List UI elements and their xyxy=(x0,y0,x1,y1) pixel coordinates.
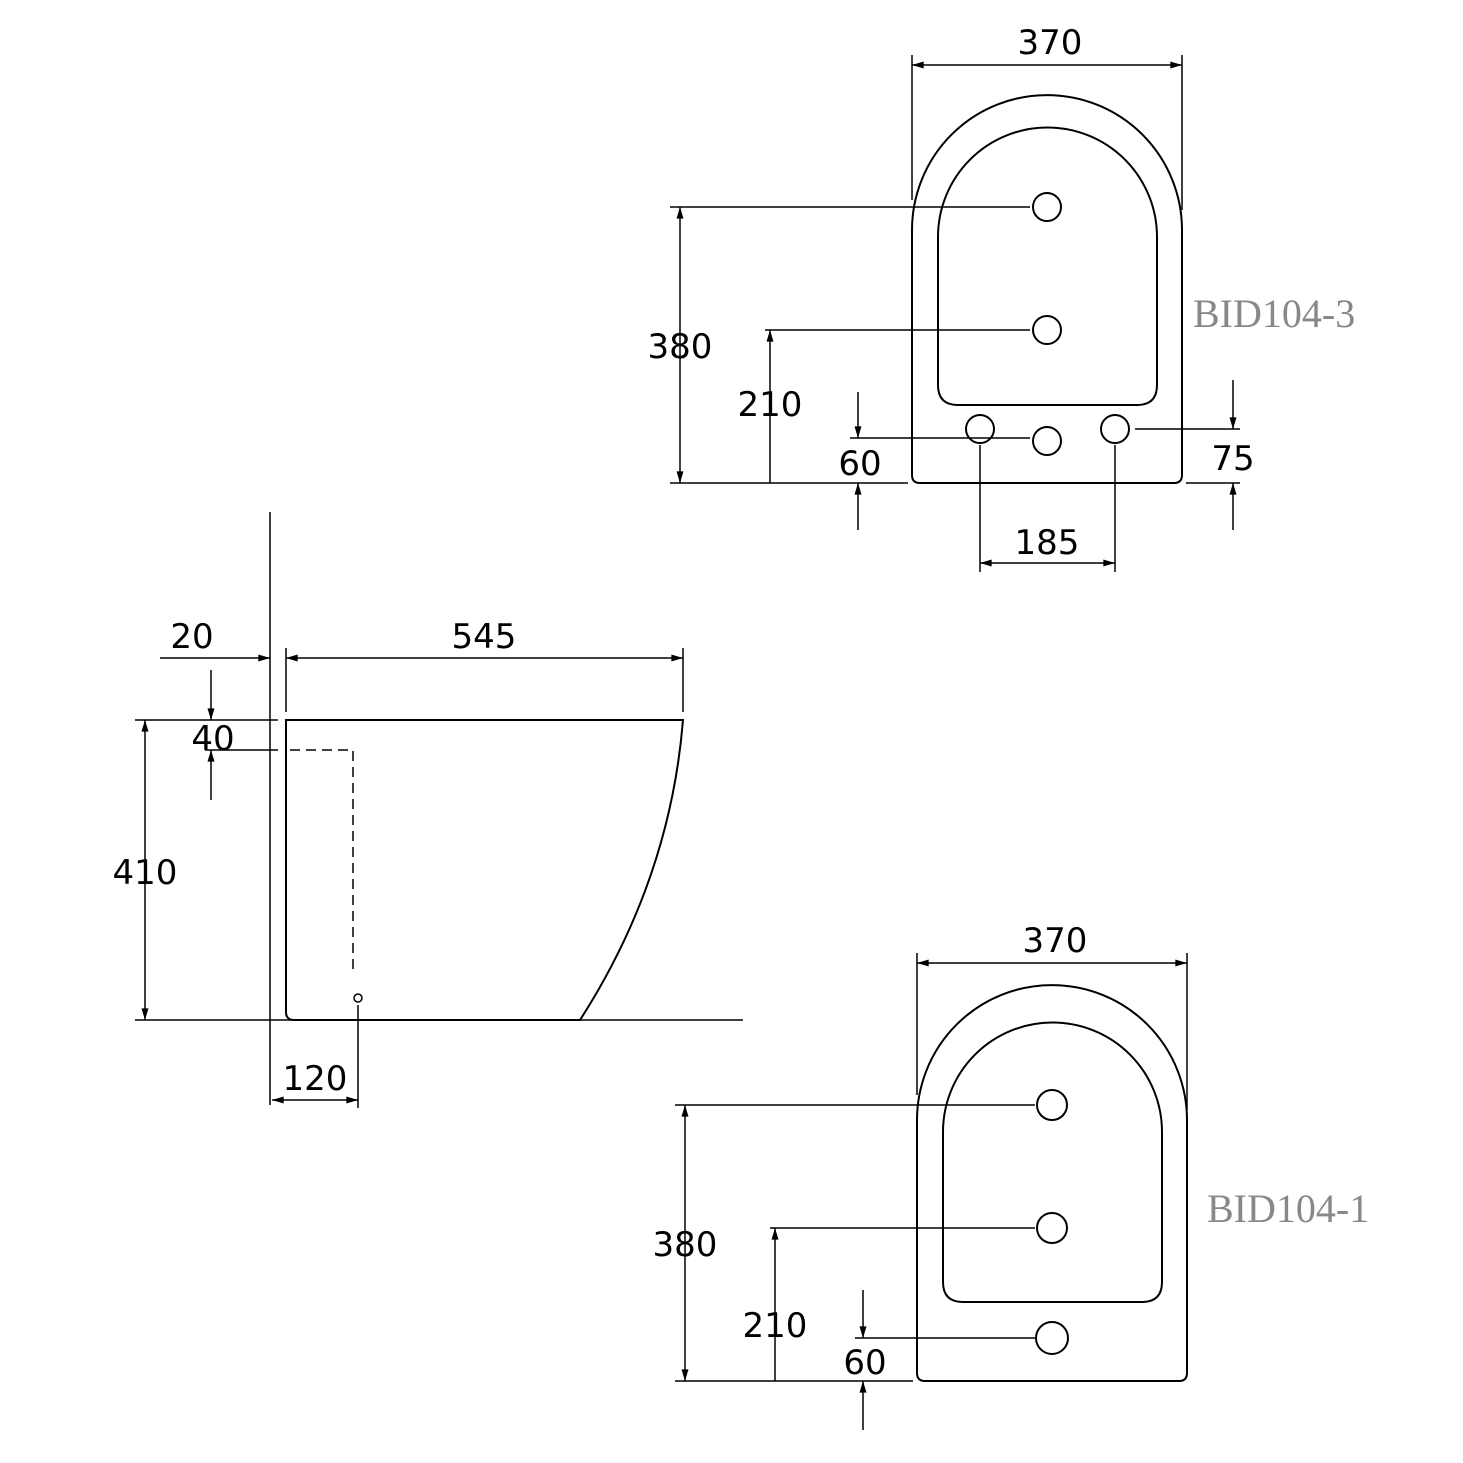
length-dim: 545 xyxy=(452,617,517,657)
inlet-pipe-hidden xyxy=(290,749,354,970)
side-hole-dim: 75 xyxy=(1211,439,1254,479)
mid-dim: 210 xyxy=(743,1306,808,1346)
holes xyxy=(965,192,1130,456)
inlet-depth-dim: 40 xyxy=(191,719,234,759)
inner-bowl xyxy=(937,126,1158,406)
outlet-hole xyxy=(353,993,363,1003)
outer-outline xyxy=(911,94,1183,484)
height-dim: 380 xyxy=(648,327,713,367)
model-label: BID104-3 xyxy=(1193,291,1355,336)
hole-spacing-dim: 185 xyxy=(1015,523,1080,563)
low-dim: 60 xyxy=(843,1343,886,1383)
model-label: BID104-1 xyxy=(1207,1186,1369,1231)
width-dim: 370 xyxy=(1023,921,1088,961)
wall-gap-dim: 20 xyxy=(170,617,213,657)
height-dim: 410 xyxy=(113,853,178,893)
side-view: 20 545 40 410 120 xyxy=(113,512,743,1108)
mid-dim: 210 xyxy=(738,385,803,425)
height-dim: 380 xyxy=(653,1225,718,1265)
width-dim: 370 xyxy=(1018,23,1083,63)
low-dim: 60 xyxy=(838,444,881,484)
top-view-bid104-1: 370 380 210 60 BID104-1 xyxy=(653,921,1369,1430)
top-view-bid104-3: 370 380 210 60 75 185 BID104-3 xyxy=(648,23,1355,572)
outlet-distance-dim: 120 xyxy=(283,1059,348,1099)
bidet-profile xyxy=(285,719,685,1021)
